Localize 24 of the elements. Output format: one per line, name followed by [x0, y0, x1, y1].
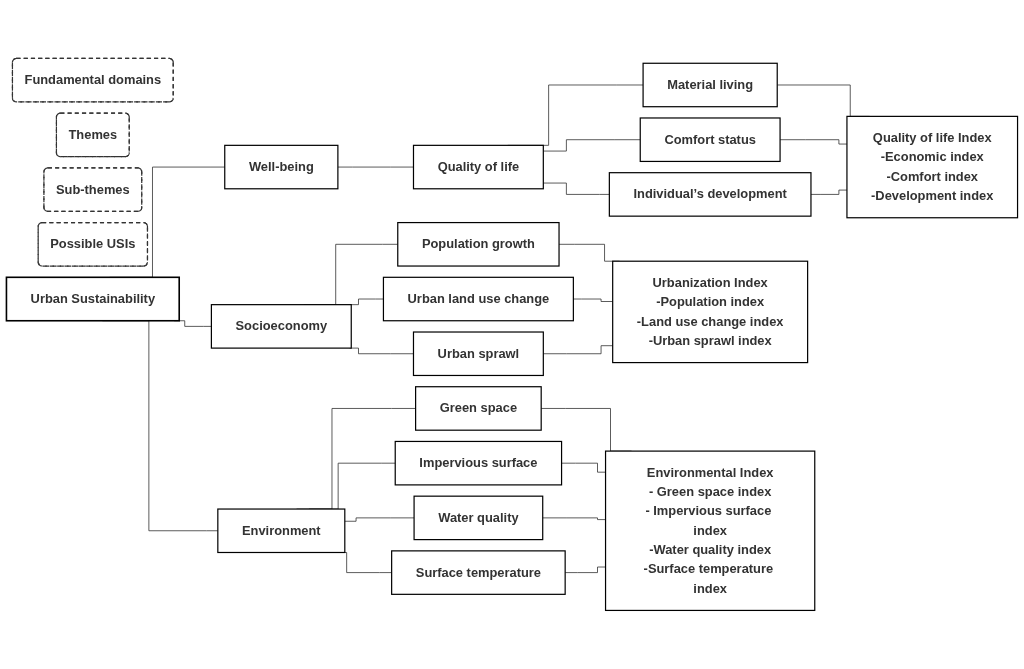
node-box: Surface temperature: [391, 550, 566, 595]
connector: [349, 347, 414, 355]
node-box: Impervious surface: [394, 440, 563, 486]
connector: [542, 517, 606, 521]
node-box: Urban sprawl: [412, 331, 544, 377]
node-box: Urban Sustainability: [5, 276, 180, 322]
node-box: Material living: [642, 62, 778, 108]
node-box: Environment: [217, 508, 346, 554]
connector: [337, 166, 414, 168]
node-box: Environmental Index - Green space index - Impervious surface index -Water quality index -Surface temperature index: [604, 450, 816, 612]
node-box: Quality of life: [412, 144, 544, 190]
node-box: Quality of life Index -Economic index -Comfort index -Development index: [846, 115, 1019, 219]
node-box: Green space: [415, 386, 542, 431]
node-box: Comfort status: [639, 117, 781, 163]
node-box: Population growth: [397, 222, 560, 267]
node-box: Urbanization Index -Population index -Land use change index -Urban sprawl index: [612, 260, 809, 364]
connector: [561, 462, 606, 473]
node-box: Well-being: [224, 144, 339, 190]
node-box: Individual’s development: [608, 172, 812, 217]
connector: [349, 298, 384, 306]
node-box: Socioeconomy: [210, 304, 352, 349]
node-box: Water quality: [413, 495, 544, 541]
node-box: Urban land use change: [382, 276, 574, 322]
connector: [344, 517, 415, 522]
